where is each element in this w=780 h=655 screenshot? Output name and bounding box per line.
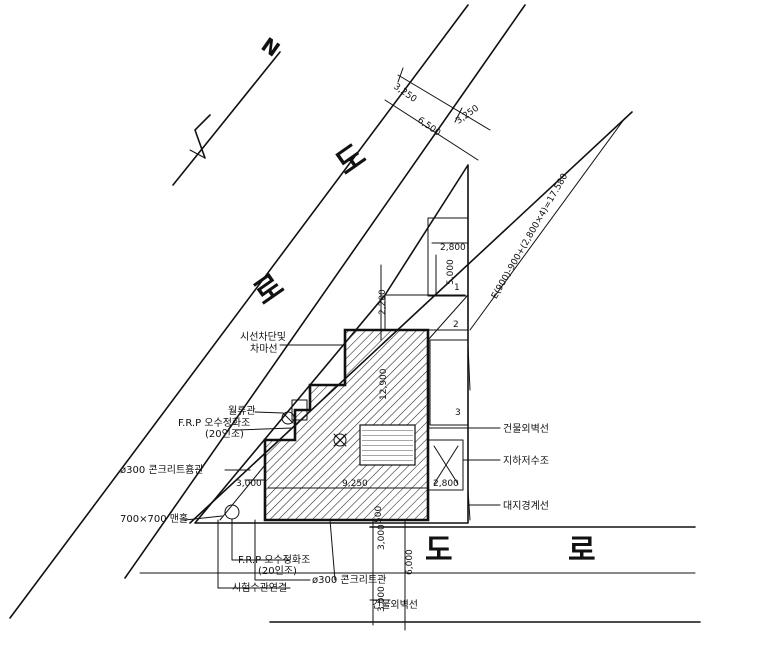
dim-3000-low: 3,000 <box>377 586 387 612</box>
leader-lines-right <box>427 427 501 521</box>
bottom-road-char-left: 도 <box>425 533 453 568</box>
dim-6000: 6,000 <box>405 549 415 575</box>
label-underground-water-tank: 지하저수조 <box>503 454 549 467</box>
label-concrete-pipe-top: ø300 콘크리트흄관 <box>120 463 204 476</box>
label-sewer-inlet: 시험수관연결 <box>232 582 287 594</box>
dim-3: 3 <box>455 408 461 418</box>
label-frp-tank-top-line1: F.R.P 오수정화조 <box>178 417 250 429</box>
dim-3000-bottom: 3,000 <box>377 524 387 550</box>
label-concrete-pipe-bottom: ø300 콘크리트관 <box>312 574 386 586</box>
diagonal-road: 도 로 <box>9 4 633 619</box>
label-overflow-pipe: 월류관 <box>228 405 256 417</box>
dim-12900: 12,900 <box>379 368 389 400</box>
dim-6500: 6,500 <box>415 116 442 139</box>
building-footprint <box>263 328 430 522</box>
leader-lines-left <box>184 344 391 601</box>
label-outer-wall-line: 건물외벽선 <box>372 599 418 611</box>
bottom-road-char-right: 로 <box>568 533 596 568</box>
diagonal-road-char-bottom: 로 <box>248 268 291 313</box>
dim-9250: 9,250 <box>342 479 368 489</box>
diagonal-road-char-top: 도 <box>330 138 373 183</box>
dim-5000: 5,000 <box>446 259 456 285</box>
label-sight-triangle: 시선차단및 차마선 <box>240 331 289 355</box>
label-manhole: 700×700 맨홀 <box>120 512 188 525</box>
label-frp-tank-bottom: F.R.P 오수정화조 (20인조) <box>238 554 314 577</box>
label-frp-tank-bottom-line1: F.R.P 오수정화조 <box>238 554 310 566</box>
north-arrow-icon: N <box>172 32 284 186</box>
label-frp-tank-bottom-line2: (20인조) <box>258 565 297 577</box>
dim-2: 2 <box>453 320 459 330</box>
north-label: N <box>257 32 284 61</box>
label-sight-triangle-line1: 시선차단및 <box>240 331 286 343</box>
dim-3250-b: 3,250 <box>454 103 481 126</box>
label-frp-tank-top: F.R.P 오수정화조 (20인조) <box>178 417 254 440</box>
label-sight-triangle-line2: 차마선 <box>250 343 278 355</box>
dim-3000-left: 3,000 <box>236 479 262 489</box>
dim-2800-b: 2,800 <box>433 479 459 489</box>
label-boundary-line: 대지경계선 <box>503 499 549 512</box>
dim-2200: 2,200 <box>378 289 388 315</box>
dim-height-note: E(900)-900+(2,800×4)=17.580 <box>490 172 570 301</box>
dim-2800: 2,800 <box>440 243 466 253</box>
dim-1: 1 <box>454 283 460 293</box>
label-building-line: 건물외벽선 <box>503 423 549 435</box>
label-frp-tank-top-line2: (20인조) <box>205 428 244 440</box>
bottom-road: 도 로 <box>139 526 701 623</box>
dim-500: 500 <box>374 506 384 523</box>
labels-left: 시선차단및 차마선 월류관 F.R.P 오수정화조 (20인조) ø300 콘크… <box>120 331 418 611</box>
